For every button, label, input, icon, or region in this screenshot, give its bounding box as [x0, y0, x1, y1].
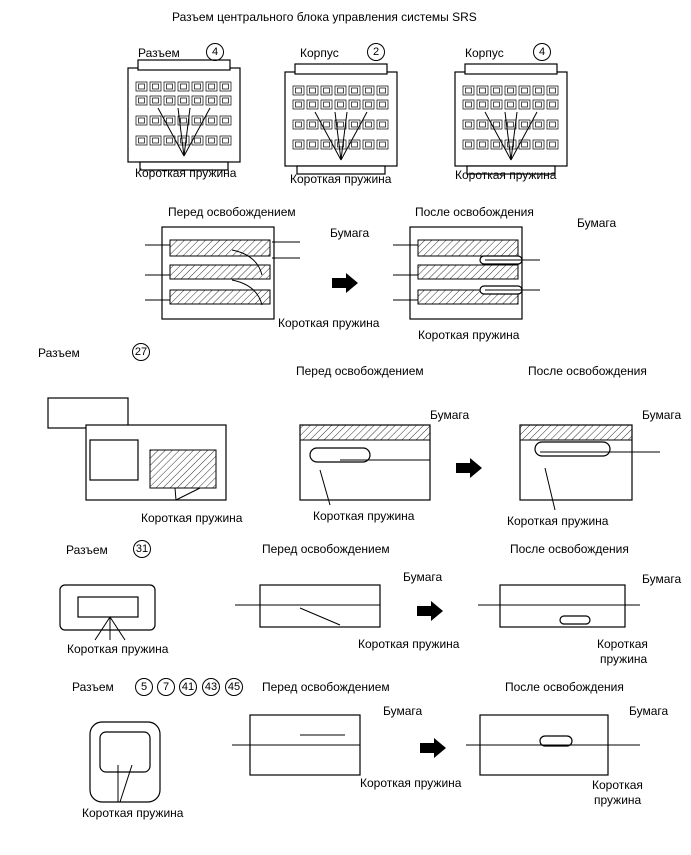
short-spring-label-3c-line1: Короткая — [597, 637, 648, 651]
diagram-title: Разъем центрального блока управления сис… — [172, 10, 477, 24]
label-connector-4: Разъем — [138, 46, 180, 60]
number-badge-4b: 4 — [533, 43, 551, 61]
number-badge-27: 27 — [132, 343, 150, 361]
housing-2-front-view — [285, 64, 397, 174]
paper-label-1a: Бумага — [330, 226, 370, 240]
number-badge-43: 43 — [202, 678, 220, 696]
paper-label-1b: Бумага — [577, 216, 617, 230]
number-badge-31: 31 — [133, 540, 151, 558]
section3-arrow-icon — [417, 601, 443, 621]
paper-label-4b: Бумага — [629, 704, 669, 718]
before-release-label-2: Перед освобождением — [296, 364, 424, 378]
connector-27-front-view — [47, 397, 227, 501]
number-badge-45: 45 — [225, 678, 243, 696]
connector-5-7-41-43-45-front-view — [89, 721, 161, 803]
short-spring-label-4c-line1: Короткая — [592, 778, 643, 792]
before-release-label-4: Перед освобождением — [262, 680, 390, 694]
label-connector-31: Разъем — [66, 543, 108, 557]
short-spring-label-3a: Короткая пружина — [67, 642, 169, 656]
number-badge-2: 2 — [367, 43, 385, 61]
after-release-label-3: После освобождения — [510, 542, 629, 556]
number-badge-7: 7 — [157, 678, 175, 696]
housing-4-front-view — [455, 64, 567, 174]
short-spring-label-1a: Короткая пружина — [278, 316, 380, 330]
short-spring-label-3b: Короткая пружина — [358, 637, 460, 651]
paper-label-4a: Бумага — [383, 704, 423, 718]
paper-label-3a: Бумага — [403, 570, 443, 584]
connector-31-front-view — [59, 584, 156, 641]
after-release-label-2: После освобождения — [528, 364, 647, 378]
section2-arrow-icon — [456, 458, 482, 478]
short-spring-label-2b: Короткая пружина — [313, 509, 415, 523]
short-spring-label-4b: Короткая пружина — [360, 776, 462, 790]
section1-after-side-view — [393, 226, 540, 320]
short-spring-label-3c-line2: пружина — [600, 652, 648, 666]
connector-5-7-41-43-45-after-view — [466, 714, 640, 776]
label-housing-2: Корпус — [300, 46, 339, 60]
short-spring-label-4c-line2: пружина — [594, 793, 642, 807]
connector-31-before-view — [235, 584, 381, 628]
section4-arrow-icon — [420, 738, 446, 758]
before-release-label-3: Перед освобождением — [262, 542, 390, 556]
after-release-label-4: После освобождения — [505, 680, 624, 694]
paper-label-2a: Бумага — [430, 408, 470, 422]
short-spring-label-2a: Короткая пружина — [141, 511, 243, 525]
short-spring-label-3: Короткая пружина — [455, 168, 557, 182]
short-spring-label-2c: Короткая пружина — [507, 514, 609, 528]
section1-arrow-icon — [332, 273, 358, 293]
connector-27-before-view — [299, 424, 431, 506]
short-spring-label-2: Короткая пружина — [290, 172, 392, 186]
short-spring-label-1: Короткая пружина — [135, 166, 237, 180]
paper-label-3b: Бумага — [642, 572, 682, 586]
number-badge-41: 41 — [179, 678, 197, 696]
label-housing-4: Корпус — [465, 46, 504, 60]
label-connectors-5-7-41-43-45: Разъем — [72, 680, 114, 694]
short-spring-label-4a: Короткая пружина — [82, 806, 184, 820]
label-connector-27: Разъем — [38, 346, 80, 360]
number-badge-4: 4 — [206, 43, 224, 61]
after-release-label-1: После освобождения — [415, 205, 534, 219]
number-badge-5: 5 — [135, 678, 153, 696]
section1-before-side-view — [145, 226, 300, 320]
short-spring-label-1b: Короткая пружина — [418, 328, 520, 342]
connector-5-7-41-43-45-before-view — [232, 714, 361, 776]
connector-27-after-view — [519, 424, 660, 511]
connector-31-after-view — [478, 584, 640, 628]
connector-4-front-view — [128, 60, 240, 170]
before-release-label-1: Перед освобождением — [168, 205, 296, 219]
paper-label-2b: Бумага — [642, 408, 682, 422]
